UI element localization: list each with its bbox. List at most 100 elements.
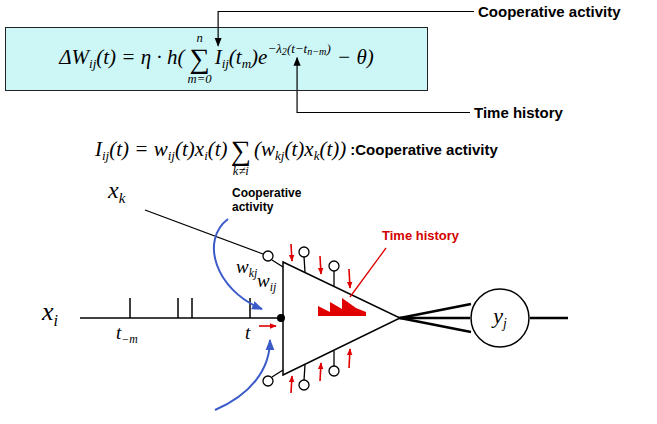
spike	[249, 298, 251, 318]
time-label: t	[245, 322, 250, 343]
math-term: k≠i	[233, 165, 249, 178]
synapse-circle	[263, 251, 273, 261]
synapse-circle	[299, 380, 309, 390]
time-label: t	[116, 322, 121, 343]
math-term: k	[314, 148, 320, 163]
equation-note: :Cooperative activity	[350, 141, 498, 158]
input-arrow	[320, 256, 321, 274]
input-arrow	[349, 349, 350, 368]
dendrite-triangle	[283, 262, 400, 375]
synapse-stem	[272, 370, 283, 377]
math-term: i	[204, 148, 208, 163]
equation-note: :Cooperative activity	[350, 141, 498, 159]
math-term: (t) = w	[109, 137, 168, 161]
axon-line	[400, 318, 471, 332]
variable-label: k	[119, 190, 126, 206]
math-term: m=0	[188, 73, 212, 86]
spike	[191, 298, 193, 318]
node-content: ΔWij(t) = η · h(n∑m=0Iij(tm)e−λ2(t−tn−m)…	[59, 32, 374, 86]
variable-label: x	[42, 297, 54, 326]
math-term: − θ)	[337, 45, 374, 69]
input-arrow	[349, 269, 350, 288]
synapse-circle	[329, 366, 339, 376]
math-term: ij	[222, 56, 229, 71]
variable-label: xi	[42, 296, 58, 330]
math-term: )e	[251, 45, 267, 69]
synapse-stem	[304, 365, 305, 380]
math-term: )	[326, 41, 330, 56]
time-history-leader	[350, 248, 386, 297]
weight-label: kj	[249, 267, 258, 280]
math-term: (t)x	[284, 137, 313, 161]
cooperative-arrow	[215, 340, 270, 410]
math-term: −λ	[267, 41, 281, 56]
callout-label: Time history	[474, 104, 563, 121]
synapse-dot	[277, 314, 285, 322]
time-label: t−m	[116, 322, 138, 347]
synapse-stem	[333, 271, 334, 286]
callout-label: Time history	[474, 104, 563, 122]
math-term: (w	[254, 137, 275, 161]
math-term: 2	[282, 46, 287, 57]
synapse-stem	[304, 257, 305, 272]
math-term: (t−t	[287, 41, 307, 56]
weight-label: wkj	[236, 256, 257, 281]
math-term: I	[215, 45, 222, 69]
math-term: (t) = η · h(	[96, 45, 184, 69]
math-term: kj	[275, 148, 284, 163]
math-term: (t)x	[175, 137, 204, 161]
math-term: ∑	[231, 137, 251, 165]
weight-label: w	[236, 256, 249, 277]
math-term: ∑	[189, 45, 209, 73]
time-label: t	[245, 322, 250, 345]
equation: Iij(t) = wij(t)xi(t)∑k≠i(wkj(t)xk(t))	[95, 124, 346, 178]
math-term: n	[196, 32, 202, 45]
synapse-stem	[333, 351, 334, 366]
leader-line	[297, 58, 470, 113]
math-term: (t))	[319, 137, 346, 161]
callout-label: Time history	[382, 228, 459, 243]
variable-label: i	[54, 312, 58, 329]
math-term: m	[242, 56, 251, 71]
input-line	[80, 317, 278, 319]
input-arrow	[291, 376, 292, 393]
time-label: −m	[121, 333, 137, 346]
node-content: yj	[493, 303, 507, 332]
synapse-stem	[272, 260, 283, 267]
variable-label: x	[108, 177, 119, 203]
weight-label: w	[257, 270, 270, 291]
callout-label: Cooperative activity	[232, 186, 301, 214]
synapse-circle	[329, 261, 339, 271]
input-arrow	[291, 244, 292, 261]
input-arrow	[259, 325, 276, 327]
spike	[129, 298, 131, 318]
math-term: I	[95, 137, 102, 161]
axon-line	[400, 304, 471, 318]
weight-label: wij	[257, 270, 276, 295]
math-term: ij	[102, 148, 109, 163]
math-term: n−m	[307, 46, 326, 57]
cooperative-arrow	[214, 219, 262, 309]
synapse-circle	[263, 376, 273, 386]
spike	[177, 298, 179, 318]
callout-label: Cooperative activity	[478, 3, 621, 20]
callout-label: Cooperative activity	[478, 3, 621, 21]
leader-line	[218, 12, 474, 46]
neuron-circle: yj	[470, 288, 530, 348]
equation-box: ΔWij(t) = η · h(n∑m=0Iij(tm)e−λ2(t−tn−m)…	[5, 27, 428, 91]
equation-box-fill	[5, 27, 428, 91]
synapse-circle	[299, 247, 309, 257]
circle-outline	[471, 289, 529, 347]
callout-label: Cooperative activity	[232, 186, 316, 214]
math-term: (t)	[208, 137, 228, 161]
variable-label: xk	[108, 176, 125, 208]
callout-label: Time history	[382, 228, 459, 244]
math-term: ij	[168, 148, 175, 163]
weight-label: ij	[270, 281, 277, 294]
math-term: ij	[89, 56, 96, 71]
math-term: y	[493, 303, 503, 328]
math-term: j	[503, 316, 507, 331]
math-term: (t	[229, 45, 242, 69]
math-term: ΔW	[59, 45, 89, 69]
